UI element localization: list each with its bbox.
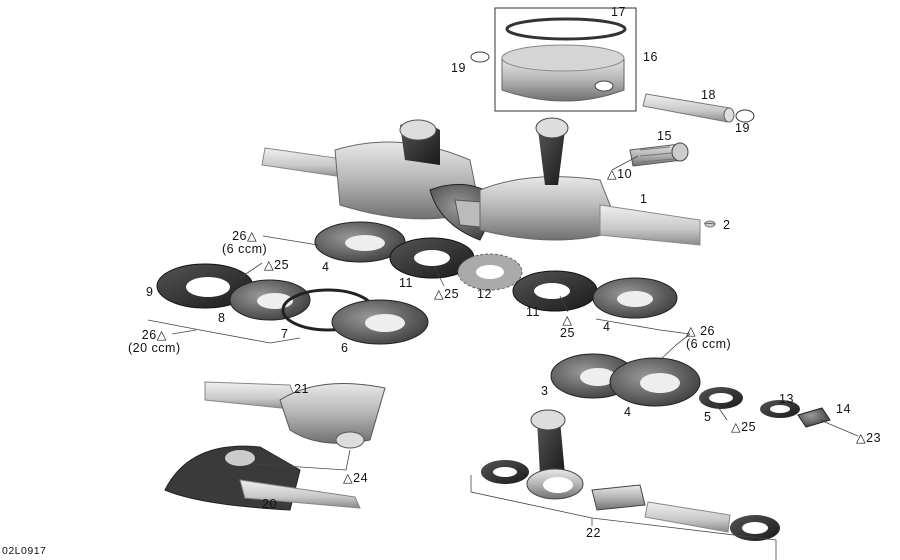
- callout-23: △23: [856, 431, 882, 445]
- callout-7: 7: [281, 327, 289, 341]
- callout-3: 3: [541, 384, 549, 398]
- connecting-rod-kit: [481, 409, 780, 541]
- callout-5: 5: [704, 410, 712, 424]
- callout-11-a: 11: [399, 276, 413, 290]
- callout-1: 1: [640, 192, 648, 206]
- piston-group: [470, 7, 637, 112]
- callout-21: 21: [294, 382, 309, 396]
- callout-4-a: 4: [322, 260, 330, 274]
- callout-12: 12: [477, 287, 492, 301]
- callout-6: 6: [341, 341, 349, 355]
- callout-25-a: △25: [264, 258, 290, 272]
- right-bearing-group: [550, 353, 831, 428]
- callout-17: 17: [611, 5, 626, 19]
- callout-8: 8: [218, 311, 226, 325]
- drawing-code: 02L0917: [2, 545, 47, 557]
- callout-15: 15: [657, 129, 672, 143]
- crankshaft: [261, 117, 716, 246]
- callout-11-b: 11: [526, 305, 540, 319]
- callout-4-b: 4: [603, 320, 611, 334]
- callout-25-d: △25: [731, 420, 757, 434]
- callout-9: 9: [146, 285, 154, 299]
- callout-20: 20: [262, 497, 277, 511]
- center-seal-group: [389, 237, 678, 319]
- piston-pin: [642, 93, 755, 123]
- callout-4-c: 4: [624, 405, 632, 419]
- callout-18: 18: [701, 88, 716, 102]
- left-bearing-group: [156, 221, 429, 345]
- callout-13: 13: [779, 392, 794, 406]
- needle-bearing: [629, 142, 689, 167]
- callout-16: 16: [643, 50, 658, 64]
- callout-26-6ccm-right: △ 26 (6 ccm): [686, 324, 732, 351]
- callout-26-6ccm-left: 26△ (6 ccm): [222, 229, 268, 256]
- callout-10: △10: [607, 167, 633, 181]
- callout-26-20ccm: 26△ (20 ccm): [128, 328, 181, 355]
- callout-22: 22: [586, 526, 601, 540]
- callout-2: 2: [723, 218, 731, 232]
- leader-lines: [147, 155, 859, 560]
- callout-25-b: △25: [434, 287, 460, 301]
- callout-19-top: 19: [451, 61, 466, 75]
- callout-19-right: 19: [735, 121, 750, 135]
- crank-halves: [164, 381, 386, 511]
- callout-24: △24: [343, 471, 369, 485]
- callout-25-c: △ 25: [560, 313, 575, 340]
- callout-14: 14: [836, 402, 851, 416]
